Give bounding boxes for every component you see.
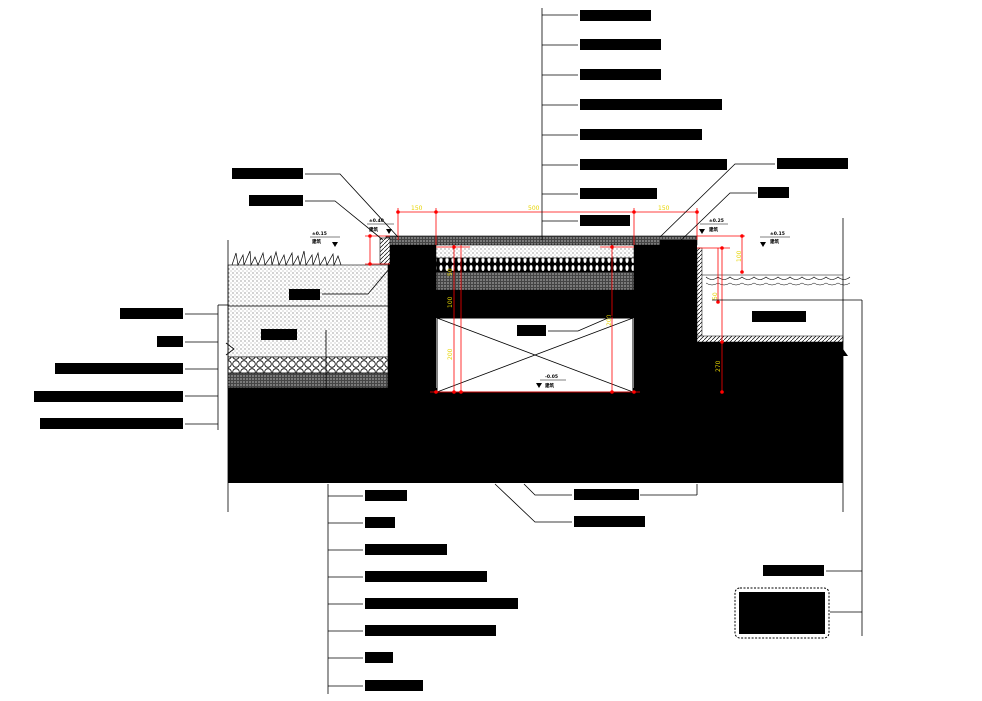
svg-text:建筑: 建筑 <box>708 226 718 233</box>
dim-left-mid: 100 <box>447 296 454 308</box>
right-wall-membrane-base <box>696 335 844 343</box>
foundation-slab <box>228 388 843 483</box>
dimension-labels: 150 500 150 50 100 200 200 100 50 270 <box>411 205 743 372</box>
dim-top-left: 150 <box>411 205 423 212</box>
level-marker-curb-left: ±0.40 建筑 <box>367 218 394 234</box>
annotation-label <box>55 363 183 374</box>
annotation-label <box>752 311 806 322</box>
annotation-label <box>763 565 824 576</box>
svg-text:±0.40: ±0.40 <box>369 218 384 224</box>
water-body <box>660 218 851 512</box>
planting-bed <box>225 237 391 512</box>
annotation-label <box>365 571 487 582</box>
left-curb <box>379 237 391 265</box>
annotation-label <box>289 289 320 300</box>
annotation-label <box>580 99 722 110</box>
dim-water-b: 50 <box>712 292 719 300</box>
annotation-label <box>758 187 789 198</box>
annotation-label <box>580 188 657 199</box>
leader-lines <box>185 8 863 694</box>
paving-base-layer <box>435 271 635 291</box>
annotation-label <box>365 598 518 609</box>
annotation-label <box>574 489 639 500</box>
water-waves <box>705 276 851 280</box>
left-retaining-wall <box>388 245 436 392</box>
level-marker-pipe: -0.05 建筑 <box>536 374 566 389</box>
paving-gravel-layer <box>435 257 635 273</box>
annotation-label <box>157 336 183 347</box>
level-marker-water: ±0.15 建筑 <box>760 231 790 247</box>
annotation-label <box>365 625 496 636</box>
right-curb <box>660 240 697 248</box>
annotation-label <box>580 129 702 140</box>
right-base-block <box>697 342 843 392</box>
annotation-label <box>40 418 183 429</box>
annotation-label <box>232 168 303 179</box>
dim-left-upper: 50 <box>447 268 454 276</box>
right-retaining-wall <box>634 245 697 392</box>
annotation-label <box>120 308 183 319</box>
annotation-label <box>580 69 661 80</box>
dim-top-right: 150 <box>658 205 670 212</box>
annotation-label <box>365 490 407 501</box>
annotation-label <box>580 39 661 50</box>
level-marker-curb-right: ±0.25 建筑 <box>699 218 728 234</box>
annotation-label <box>365 652 393 663</box>
dim-left-lower: 200 <box>447 348 454 360</box>
svg-text:建筑: 建筑 <box>769 238 779 245</box>
annotation-label <box>580 159 727 170</box>
level-marker-lawn: ±0.15 建筑 <box>310 231 340 247</box>
soil-layer <box>227 264 389 358</box>
section-body <box>228 245 848 483</box>
filter-layer <box>227 372 389 389</box>
svg-text:建筑: 建筑 <box>311 238 321 245</box>
dim-water-a: 100 <box>736 250 743 262</box>
svg-text:±0.25: ±0.25 <box>709 218 724 224</box>
dimension-ticks <box>368 210 744 394</box>
annotation-label <box>580 10 651 21</box>
dim-right-deep: 270 <box>715 360 722 372</box>
drainage-gravel-layer <box>227 356 389 374</box>
paving-top-layer <box>385 235 698 246</box>
annotation-label <box>580 215 630 226</box>
detail-legend-box <box>734 587 830 639</box>
grass-surface <box>231 250 342 267</box>
annotation-label <box>365 517 395 528</box>
annotation-labels <box>34 10 848 691</box>
annotation-label <box>365 544 447 555</box>
annotation-label <box>777 158 848 169</box>
svg-text:±0.15: ±0.15 <box>312 231 327 237</box>
svg-text:建筑: 建筑 <box>368 226 378 233</box>
annotation-label <box>574 516 645 527</box>
annotation-label <box>261 329 297 340</box>
level-markers: ±0.15 建筑 ±0.40 建筑 ±0.25 建筑 ±0.15 建筑 -0.0… <box>310 218 790 389</box>
dim-right-mid: 200 <box>606 314 613 326</box>
annotation-label <box>34 391 183 402</box>
annotation-label <box>517 325 546 336</box>
svg-text:±0.15: ±0.15 <box>770 231 785 237</box>
annotation-label <box>249 195 303 206</box>
dim-top-middle: 500 <box>528 205 540 212</box>
svg-text:建筑: 建筑 <box>544 382 554 389</box>
svg-text:-0.05: -0.05 <box>545 374 558 380</box>
annotation-label <box>365 680 423 691</box>
deck-slab <box>436 290 634 318</box>
paving-layers <box>385 235 698 291</box>
right-wall-membrane <box>696 247 703 343</box>
dimension-lines <box>365 208 745 393</box>
